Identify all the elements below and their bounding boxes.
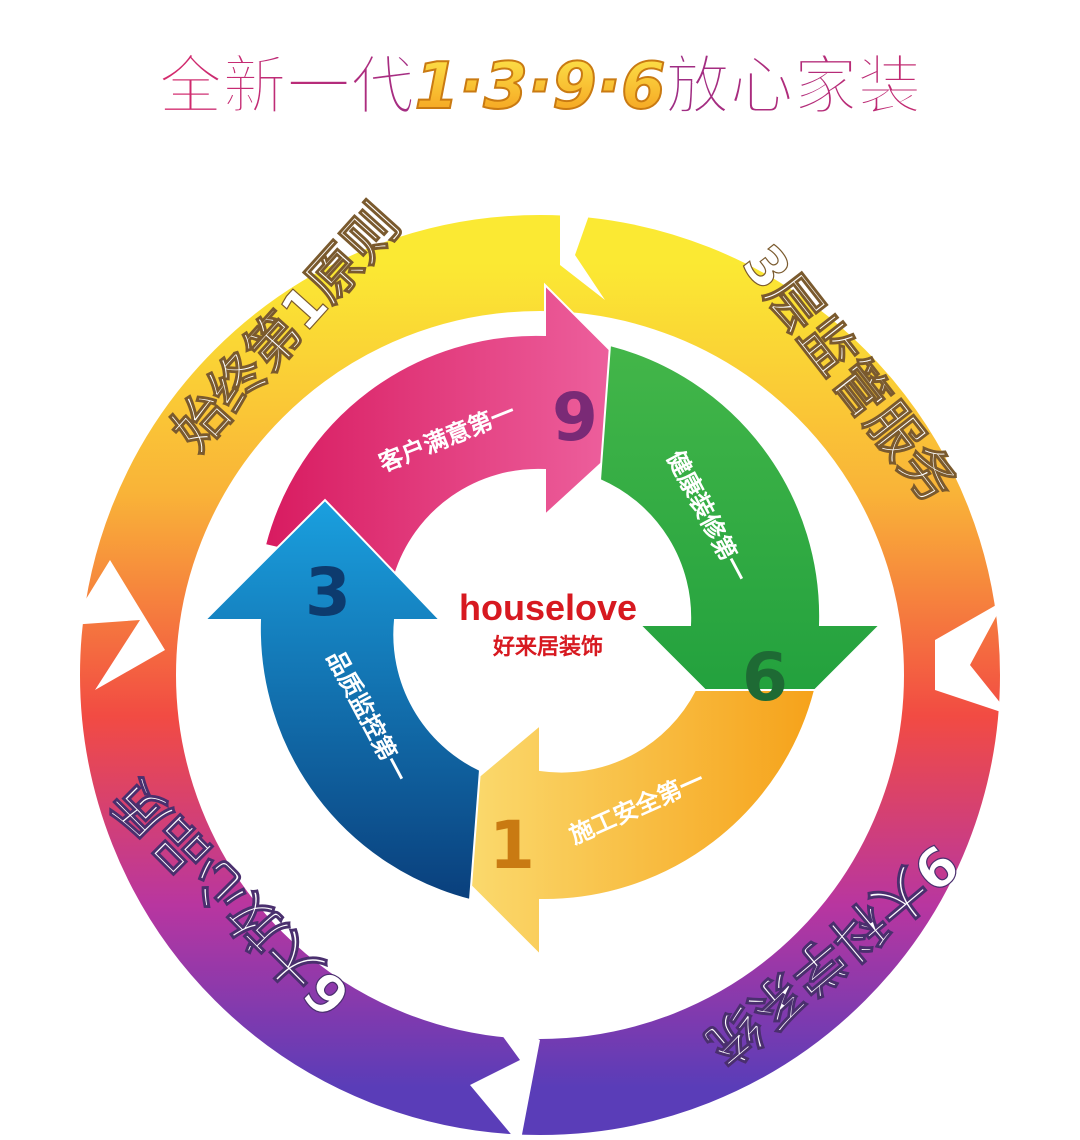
- brand-subtitle: 好来居装饰: [492, 634, 603, 660]
- arrow-number-1: 1: [489, 807, 535, 884]
- arrow-number-9: 9: [552, 379, 598, 456]
- ring-separator-left: [70, 560, 165, 690]
- ring-separator-right: [935, 600, 1010, 715]
- center-brand: houselove 好来居装饰: [459, 587, 637, 660]
- ring-separator-top: [560, 170, 605, 300]
- arrow-blue: [202, 498, 482, 902]
- arrow-number-6: 6: [742, 639, 788, 716]
- svg-text:全新一代1·3·9·6放心家装: 全新一代1·3·9·6放心家装: [157, 50, 921, 124]
- title-prefix: 全新一代: [157, 50, 414, 124]
- outer-label-systems: 9大科学系统: [694, 831, 970, 1077]
- arrow-green: [598, 343, 883, 747]
- arrow-yellow: [413, 689, 817, 958]
- brand-name: houselove: [459, 587, 637, 628]
- diagram-title: 全新一代1·3·9·6放心家装: [157, 49, 922, 125]
- inner-cycle: 9 6 1 3 客户满意第一 健康装修第一 施工安全第一 品质监控第一: [202, 282, 883, 958]
- arrow-number-3: 3: [305, 554, 351, 631]
- arrow-pink: [263, 282, 667, 577]
- title-numbers: 1·3·9·6: [414, 50, 665, 124]
- ring-separator-bottom: [470, 1005, 540, 1140]
- title-suffix: 放心家装: [666, 50, 922, 124]
